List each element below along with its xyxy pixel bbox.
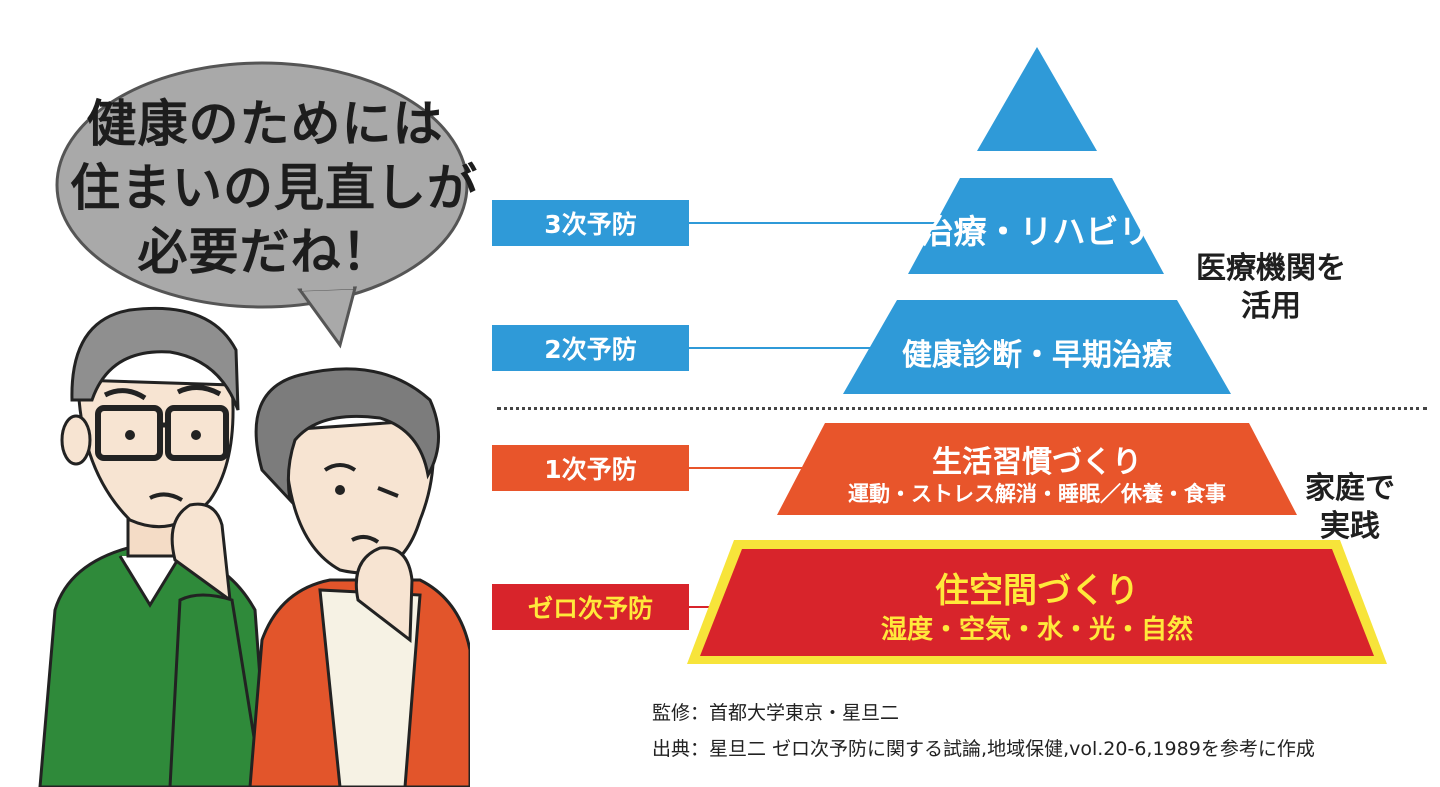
speech-line-3: 必要だね！: [137, 223, 393, 281]
side-note-home: 家庭で 実践: [1305, 470, 1395, 546]
tier-primary: 生活習慣づくり 運動・ストレス解消・睡眠／休養・食事: [777, 423, 1297, 515]
woman-figure: [248, 367, 470, 787]
tier-tertiary: 治療・リハビリ: [908, 178, 1164, 274]
credit-source: 出典：星旦二 ゼロ次予防に関する試論,地域保健,vol.20-6,1989を参考…: [652, 738, 1315, 760]
side-note-home-line-2: 実践: [1320, 509, 1380, 544]
elderly-couple-illustration: [38, 61, 470, 787]
tier-zero: 住空間づくり 湿度・空気・水・光・自然: [684, 537, 1390, 667]
tier-zero-title: 住空間づくり: [935, 571, 1139, 611]
connector-tertiary: [689, 222, 989, 224]
side-note-home-line-1: 家庭で: [1305, 471, 1395, 506]
credit-supervision: 監修：首都大学東京・星旦二: [652, 702, 900, 724]
side-note-medical-line-1: 医療機関を: [1196, 251, 1346, 286]
label-primary-prevention: 1次予防: [492, 445, 689, 491]
credits: 監修：首都大学東京・星旦二 出典：星旦二 ゼロ次予防に関する試論,地域保健,vo…: [652, 695, 1315, 767]
connector-primary: [689, 467, 819, 469]
side-note-medical-line-2: 活用: [1241, 289, 1301, 324]
tier-tertiary-title: 治療・リハビリ: [920, 212, 1152, 251]
speech-line-1: 健康のためには: [86, 95, 444, 153]
label-secondary-prevention: 2次予防: [492, 325, 689, 371]
man-figure: [38, 306, 270, 787]
tier-primary-subtitle: 運動・ストレス解消・睡眠／休養・食事: [848, 482, 1226, 506]
dotted-divider: [497, 407, 1427, 410]
tier-primary-title: 生活習慣づくり: [932, 445, 1142, 480]
pyramid-apex: [977, 47, 1097, 151]
label-zero-prevention: ゼロ次予防: [492, 584, 689, 630]
tier-secondary: 健康診断・早期治療: [843, 300, 1231, 394]
tier-zero-subtitle: 湿度・空気・水・光・自然: [880, 615, 1193, 645]
speech-line-2: 住まいの見直しが: [70, 159, 478, 217]
side-note-medical: 医療機関を 活用: [1196, 250, 1346, 326]
tier-secondary-title: 健康診断・早期治療: [902, 338, 1172, 373]
speech-bubble-text: 健康のためには 住まいの見直しが 必要だね！: [70, 92, 478, 284]
speech-bubble: [55, 61, 469, 349]
label-tertiary-prevention: 3次予防: [492, 200, 689, 246]
connector-secondary: [689, 347, 889, 349]
